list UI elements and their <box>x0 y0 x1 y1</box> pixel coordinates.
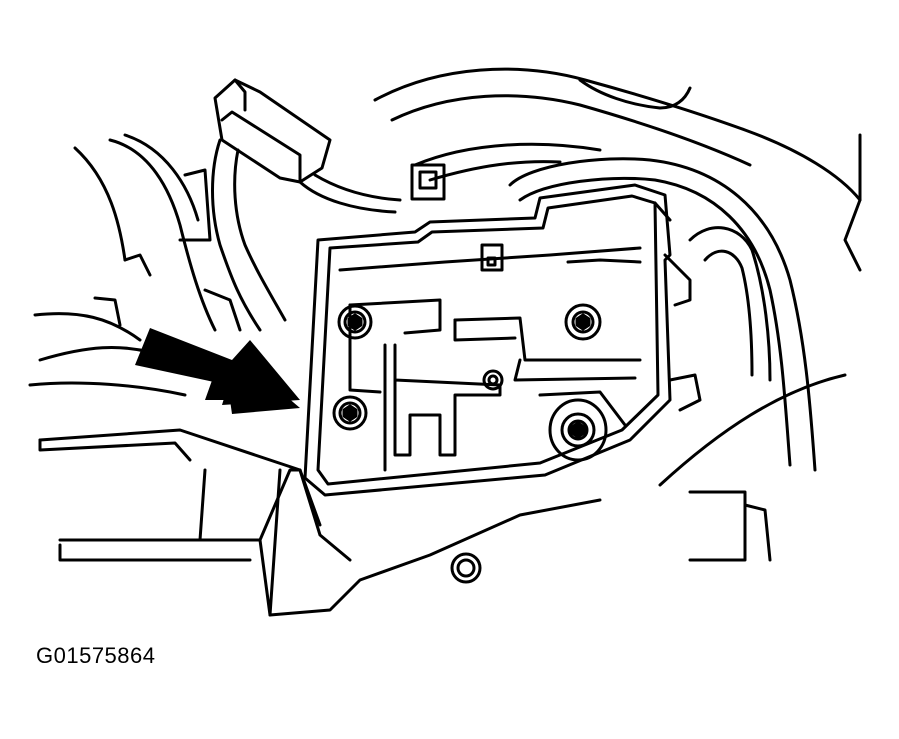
coolant-hose <box>508 157 817 472</box>
lower-bracket <box>38 428 602 617</box>
grommet <box>450 552 482 584</box>
fender-panel <box>373 67 862 272</box>
bolt-icon <box>548 398 608 462</box>
tray-tab <box>480 243 504 272</box>
bolt-icon <box>337 304 373 340</box>
battery-tray <box>303 183 702 497</box>
connector-clip <box>410 163 446 201</box>
body-contour <box>658 373 847 562</box>
pointer-arrow-icon <box>135 328 300 414</box>
left-structure <box>28 288 242 397</box>
harness-connector <box>213 78 332 184</box>
bolt-icon <box>564 303 602 341</box>
wiring-harness <box>73 133 402 332</box>
bolt-icon <box>332 395 368 431</box>
figure-code: G01575864 <box>36 643 156 668</box>
locator-hole <box>482 369 504 391</box>
